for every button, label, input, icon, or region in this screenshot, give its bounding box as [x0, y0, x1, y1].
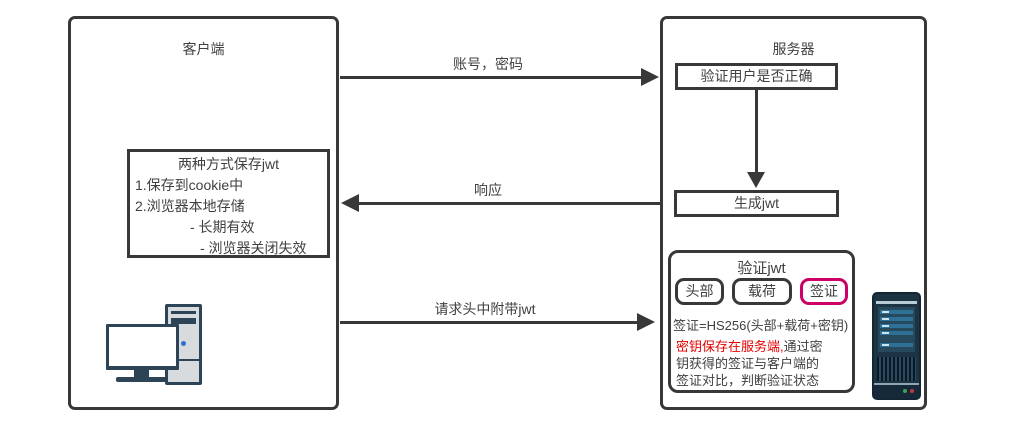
tower-power-led — [181, 341, 186, 346]
server-drive-bar — [880, 317, 913, 321]
signature-formula: 签证=HS256(头部+载荷+密钥) — [673, 318, 849, 333]
tower-slot — [171, 311, 196, 314]
secret-note-red-text: 密钥保存在服务端, — [676, 339, 784, 354]
verify-jwt-box: 验证jwt 头部 载荷 签证 签证=HS256(头部+载荷+密钥) 密钥保存在服… — [668, 250, 855, 393]
request-jwt-arrow — [340, 321, 638, 324]
generate-jwt-box: 生成jwt — [674, 190, 839, 217]
server-green-led — [903, 389, 907, 393]
tower-slot — [171, 318, 196, 324]
note-line: 2.浏览器本地存储 — [135, 198, 245, 214]
jwt-storage-note: 两种方式保存jwt 1.保存到cookie中 2.浏览器本地存储 - 长期有效 … — [127, 149, 330, 258]
note-line: 两种方式保存jwt — [177, 156, 280, 172]
server-vent-grille — [877, 357, 916, 381]
monitor-icon — [106, 324, 179, 370]
server-red-led — [910, 389, 914, 393]
response-arrow-label: 响应 — [474, 182, 502, 198]
jwt-part-header: 头部 — [675, 278, 724, 305]
server-drive-bar — [880, 343, 913, 347]
server-drive-bar — [880, 310, 913, 314]
note-line: - 长期有效 — [190, 219, 255, 235]
secret-note-line: 签证对比，判断验证状态 — [676, 373, 820, 388]
tower-divider — [168, 359, 199, 361]
secret-note-line: 密钥保存在服务端,通过密 — [676, 339, 823, 354]
note-line: 1.保存到cookie中 — [135, 177, 244, 193]
server-drive-bar — [880, 331, 913, 335]
jwt-parts-row: 头部 载荷 签证 — [675, 278, 848, 305]
server-tower-icon — [872, 292, 921, 400]
secret-key-note: 密钥保存在服务端,通过密 钥获得的签证与客户端的 签证对比，判断验证状态 — [676, 338, 848, 389]
jwt-part-signature: 签证 — [800, 278, 848, 305]
verify-jwt-title: 验证jwt — [737, 260, 786, 277]
credentials-arrowhead-icon — [641, 68, 659, 86]
monitor-stand-base — [116, 377, 168, 382]
credentials-arrow — [340, 76, 642, 79]
server-top-strip — [876, 301, 917, 304]
credentials-arrow-label: 账号，密码 — [453, 56, 523, 72]
server-drive-panel — [878, 307, 915, 352]
verify-to-generate-arrow — [755, 90, 758, 174]
note-line: - 浏览器关闭失效 — [200, 240, 307, 256]
server-drive-bar — [880, 324, 913, 328]
server-foot — [874, 383, 919, 398]
request-jwt-arrow-label: 请求头中附带jwt — [434, 301, 536, 317]
down-arrowhead-icon — [747, 172, 765, 188]
server-title: 服务器 — [772, 41, 815, 57]
verify-user-box: 验证用户是否正确 — [675, 63, 838, 90]
secret-note-line: 钥获得的签证与客户端的 — [676, 356, 820, 371]
response-arrowhead-icon — [341, 194, 359, 212]
client-title: 客户端 — [182, 41, 225, 57]
monitor-stand-neck — [134, 370, 149, 377]
response-arrow — [358, 202, 660, 205]
request-jwt-arrowhead-icon — [637, 313, 655, 331]
jwt-part-payload: 载荷 — [732, 278, 792, 305]
